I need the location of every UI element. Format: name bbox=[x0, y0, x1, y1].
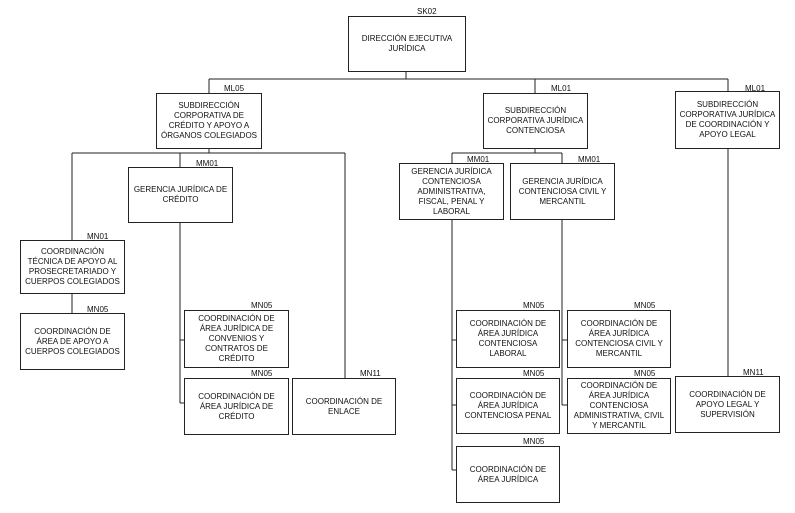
node-coordinacion-enlace[interactable]: COORDINACIÓN DE ENLACE bbox=[292, 378, 396, 435]
node-label-root: DIRECCIÓN EJECUTIVA JURÍDICA bbox=[361, 34, 453, 53]
node-label-sub3: SUBDIRECCIÓN CORPORATIVA JURÍDICA DE COO… bbox=[679, 100, 776, 139]
node-code-coord-leg: MN11 bbox=[743, 368, 764, 377]
node-label-coord-enl: COORDINACIÓN DE ENLACE bbox=[305, 396, 383, 416]
node-subdireccion-apoyo-legal[interactable]: SUBDIRECCIÓN CORPORATIVA JURÍDICA DE COO… bbox=[675, 91, 780, 149]
node-coordinacion-penal[interactable]: COORDINACIÓN DE ÁREA JURÍDICA CONTENCIOS… bbox=[456, 378, 560, 434]
node-label-ger2: GERENCIA JURÍDICA CONTENCIOSA ADMINISTRA… bbox=[411, 166, 492, 216]
node-subdireccion-contenciosa[interactable]: SUBDIRECCIÓN CORPORATIVA JURÍDICA CONTEN… bbox=[483, 93, 588, 149]
node-coordinacion-cuerpos-colegiados[interactable]: COORDINACIÓN DE ÁREA DE APOYO A CUERPOS … bbox=[20, 313, 125, 370]
node-code-ger1: MM01 bbox=[196, 159, 219, 168]
node-label-coord-lab: COORDINACIÓN DE ÁREA JURÍDICA CONTENCIOS… bbox=[469, 319, 547, 358]
node-label-ger1: GERENCIA JURÍDICA DE CRÉDITO bbox=[133, 185, 228, 204]
node-code-coord-adm: MN05 bbox=[634, 369, 656, 378]
node-code-sub2: ML01 bbox=[551, 84, 572, 93]
node-code-sub1: ML05 bbox=[224, 84, 245, 93]
node-code-coord-cred: MN05 bbox=[251, 369, 273, 378]
node-coordinacion-civil-mercantil[interactable]: COORDINACIÓN DE ÁREA JURÍDICA CONTENCIOS… bbox=[567, 310, 671, 368]
node-label-coord-civ: COORDINACIÓN DE ÁREA JURÍDICA CONTENCIOS… bbox=[575, 319, 663, 358]
node-label-sub1: SUBDIRECCIÓN CORPORATIVA DE CRÉDITO Y AP… bbox=[160, 101, 258, 140]
node-coordinacion-tecnica[interactable]: COORDINACIÓN TÉCNICA DE APOYO AL PROSECR… bbox=[20, 240, 125, 294]
node-label-coord-adm: COORDINACIÓN DE ÁREA JURÍDICA CONTENCIOS… bbox=[573, 381, 665, 430]
node-code-coord-jur: MN05 bbox=[523, 437, 545, 446]
node-code-coord-cuerp: MN05 bbox=[87, 305, 109, 314]
node-label-coord-conv: COORDINACIÓN DE ÁREA JURÍDICA DE CONVENI… bbox=[198, 314, 275, 363]
node-label-sub2: SUBDIRECCIÓN CORPORATIVA JURÍDICA CONTEN… bbox=[487, 106, 584, 135]
node-label-ger3: GERENCIA JURÍDICA CONTENCIOSA CIVIL Y ME… bbox=[518, 176, 607, 206]
node-code-coord-civ: MN05 bbox=[634, 301, 656, 310]
node-gerencia-contenciosa-civil[interactable]: GERENCIA JURÍDICA CONTENCIOSA CIVIL Y ME… bbox=[510, 163, 615, 220]
node-label-coord-cred: COORDINACIÓN DE ÁREA JURÍDICA DE CRÉDITO bbox=[198, 391, 275, 421]
node-label-coord-pen: COORDINACIÓN DE ÁREA JURÍDICA CONTENCIOS… bbox=[464, 391, 552, 420]
node-code-ger2: MM01 bbox=[467, 155, 490, 164]
node-code-coord-lab: MN05 bbox=[523, 301, 545, 310]
node-label-coord-tec: COORDINACIÓN TÉCNICA DE APOYO AL PROSECR… bbox=[25, 247, 120, 286]
node-label-coord-leg: COORDINACIÓN DE APOYO LEGAL Y SUPERVISIÓ… bbox=[689, 389, 766, 419]
node-coordinacion-convenios[interactable]: COORDINACIÓN DE ÁREA JURÍDICA DE CONVENI… bbox=[184, 310, 289, 368]
node-code-coord-tec: MN01 bbox=[87, 232, 109, 241]
node-coordinacion-administrativa-civil[interactable]: COORDINACIÓN DE ÁREA JURÍDICA CONTENCIOS… bbox=[567, 378, 671, 434]
node-code-sub3: ML01 bbox=[745, 84, 766, 93]
node-coordinacion-laboral[interactable]: COORDINACIÓN DE ÁREA JURÍDICA CONTENCIOS… bbox=[456, 310, 560, 368]
node-coordinacion-juridica-credito[interactable]: COORDINACIÓN DE ÁREA JURÍDICA DE CRÉDITO bbox=[184, 378, 289, 435]
node-code-root: SK02 bbox=[417, 7, 437, 16]
node-code-ger3: MM01 bbox=[578, 155, 601, 164]
node-subdireccion-credito[interactable]: SUBDIRECCIÓN CORPORATIVA DE CRÉDITO Y AP… bbox=[156, 93, 262, 149]
node-code-coord-enl: MN11 bbox=[360, 369, 381, 378]
node-gerencia-credito[interactable]: GERENCIA JURÍDICA DE CRÉDITO bbox=[128, 167, 233, 223]
node-coordinacion-apoyo-legal[interactable]: COORDINACIÓN DE APOYO LEGAL Y SUPERVISIÓ… bbox=[675, 376, 780, 433]
node-direccion-ejecutiva-juridica[interactable]: DIRECCIÓN EJECUTIVA JURÍDICA bbox=[348, 16, 466, 72]
node-label-coord-cuerp: COORDINACIÓN DE ÁREA DE APOYO A CUERPOS … bbox=[25, 326, 120, 356]
node-gerencia-contenciosa-administrativa[interactable]: GERENCIA JURÍDICA CONTENCIOSA ADMINISTRA… bbox=[399, 163, 504, 220]
node-label-coord-jur: COORDINACIÓN DE ÁREA JURÍDICA bbox=[469, 464, 547, 484]
node-code-coord-conv: MN05 bbox=[251, 301, 273, 310]
node-code-coord-pen: MN05 bbox=[523, 369, 545, 378]
node-coordinacion-area-juridica[interactable]: COORDINACIÓN DE ÁREA JURÍDICA bbox=[456, 446, 560, 503]
